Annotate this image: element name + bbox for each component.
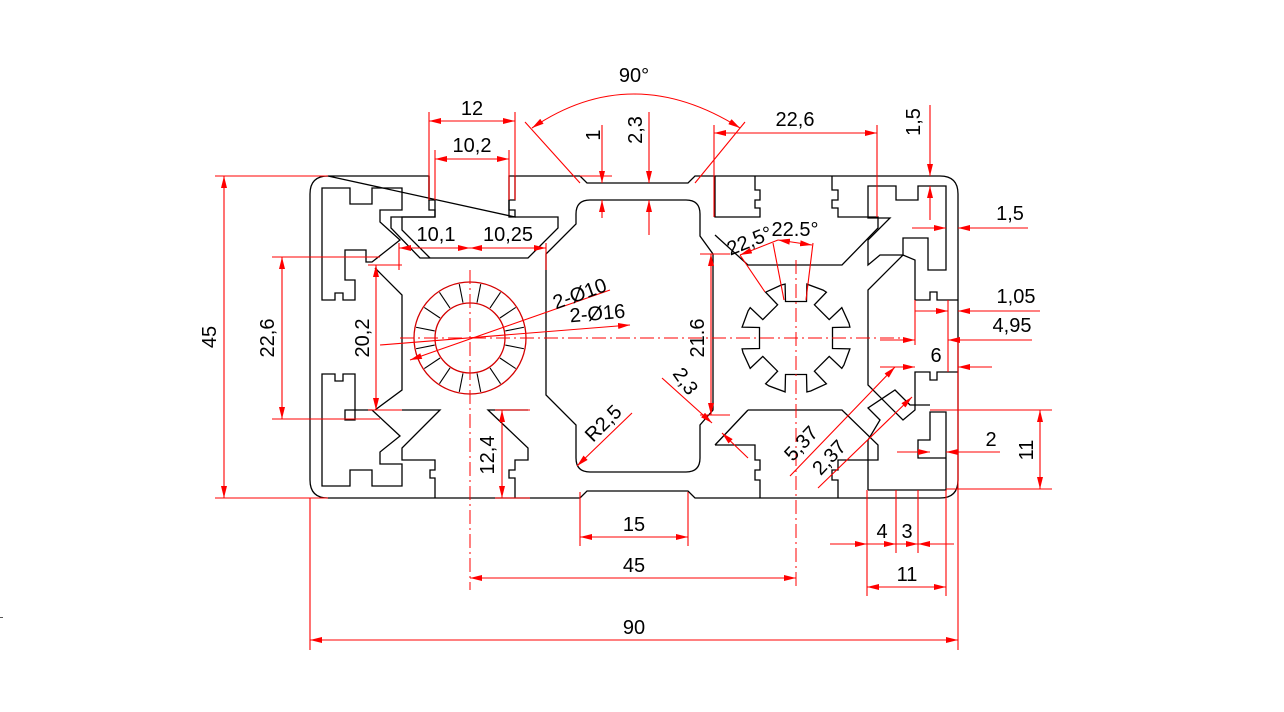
- ext-angle-22-5-a: [739, 254, 766, 293]
- bore-spoke: [423, 357, 441, 370]
- outer-contour: [309, 175, 959, 499]
- label-core-height: 21.6: [687, 319, 709, 358]
- bore-spoke: [505, 326, 525, 332]
- label-angle-90: 90°: [619, 65, 649, 87]
- ext-angle-22-5-c: [805, 242, 814, 301]
- slot-bottom-right: [714, 409, 879, 498]
- slot-bottom-left: [401, 409, 529, 498]
- bore-spoke: [415, 344, 435, 350]
- gear-bore: [741, 283, 851, 393]
- label-inner-height-left: 20,2: [352, 319, 374, 358]
- slot-right-side: [867, 254, 958, 421]
- ext-angle-right: [694, 121, 746, 184]
- bore-spoke: [423, 306, 441, 319]
- label-right-half-groove: 10,25: [483, 224, 533, 246]
- bore-spoke: [499, 306, 517, 319]
- ext-angle-22-5-b: [772, 242, 785, 301]
- bore-spoke: [476, 283, 482, 303]
- corner-pocket-bottom-left: [321, 373, 403, 487]
- dim-angle-22-5-left: [739, 239, 779, 256]
- label-bottom-3: 3: [901, 521, 912, 543]
- corner-pocket-top-right: [867, 185, 947, 271]
- label-angle-right: 22.5°: [772, 219, 819, 241]
- label-top-wall-1: 1: [583, 129, 605, 140]
- dim-angle-90: [531, 93, 741, 129]
- profile-outline: [309, 175, 959, 499]
- bore-spoke: [489, 367, 502, 385]
- label-web-thickness: 2,3: [668, 364, 702, 399]
- label-side-6: 6: [930, 345, 941, 367]
- label-bottom-4: 4: [876, 521, 887, 543]
- bore-spoke: [505, 344, 525, 350]
- bore-spoke: [458, 283, 464, 303]
- center-lines: [400, 260, 900, 590]
- bore-spoke: [458, 373, 464, 393]
- bore-spoke: [438, 367, 451, 385]
- central-cavity: [545, 199, 714, 473]
- label-slot-outer: 12: [461, 98, 483, 120]
- corner-pocket-bottom-right: [866, 389, 947, 491]
- label-side-2: 2: [985, 429, 996, 451]
- corner-pocket-top-left: [321, 187, 403, 301]
- slot-top-left: [390, 176, 559, 259]
- bore-spoke: [438, 291, 451, 309]
- slot-top-right: [714, 176, 879, 266]
- bore-spokes: [415, 283, 525, 393]
- dim-2-3-diag-b: [721, 432, 749, 459]
- label-bottom-slot: 15: [623, 514, 645, 536]
- label-corner-side-wall: 1,5: [996, 203, 1024, 225]
- label-slot-opening-left: 22,6: [257, 319, 279, 358]
- label-corner-11-vertical: 11: [1016, 440, 1038, 461]
- label-side-1-05: 1,05: [997, 286, 1036, 308]
- slot-left-side: [374, 267, 403, 411]
- dim-5-37: [789, 366, 896, 477]
- bore-spoke: [476, 373, 482, 393]
- label-overall-width: 90: [623, 617, 645, 639]
- label-corner-top-wall: 1,5: [903, 108, 925, 136]
- label-angle-left: 22,5°: [724, 222, 776, 260]
- dimension-labels: 90° 12 10,2 1 2,3 22,6 1,5 1,5 10,1 10,2…: [199, 65, 1038, 639]
- label-corner-11-horizontal: 11: [897, 564, 918, 586]
- label-slot-inner: 10,2: [453, 135, 492, 157]
- leader-2-d16: [379, 322, 631, 346]
- label-side-4-95: 4,95: [993, 315, 1032, 337]
- dimension-lines: [215, 93, 1052, 650]
- label-top-wall-2: 2,3: [625, 116, 647, 144]
- dim-2-37: [817, 396, 913, 489]
- ext-angle-left: [524, 121, 581, 184]
- dim-2-3-diag: [661, 377, 713, 424]
- label-overall-height: 45: [199, 326, 221, 348]
- page-edge-mark: [0, 617, 3, 618]
- label-hole-large: 2-Ø16: [569, 301, 626, 328]
- leader-2-d10: [409, 289, 611, 361]
- label-slot-depth: 12,4: [477, 436, 499, 475]
- bore-spoke: [489, 291, 502, 309]
- leader-r2-5: [576, 412, 633, 467]
- label-top-right-span: 22,6: [776, 109, 815, 131]
- bore-spoke: [415, 326, 435, 332]
- bore-spoke: [499, 357, 517, 370]
- label-center-distance: 45: [623, 555, 645, 577]
- dim-angle-22-5-right: [777, 238, 813, 247]
- label-left-half-groove: 10,1: [417, 224, 456, 246]
